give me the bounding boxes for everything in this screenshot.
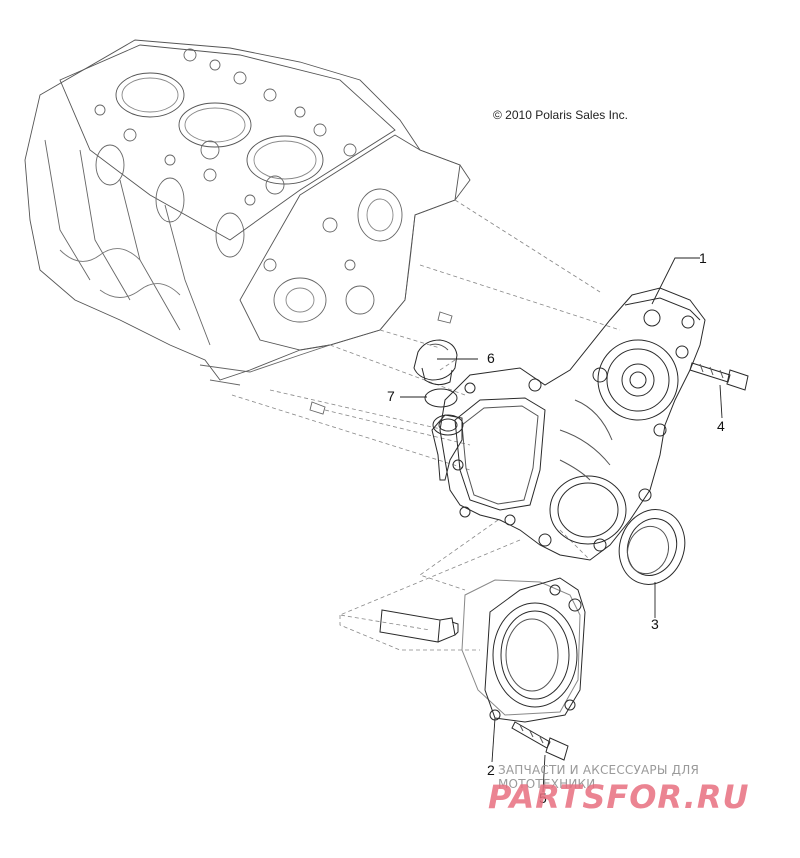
small-cover-part-2 [484, 577, 586, 723]
callout-1: 1 [699, 250, 707, 266]
cover-gasket [461, 579, 581, 716]
bolt-part-5 [511, 721, 569, 761]
bolt-part-4 [689, 362, 749, 391]
copyright-notice: © 2010 Polaris Sales Inc. [493, 108, 628, 122]
watermark-caption: ЗАПЧАСТИ И АКСЕССУАРЫ ДЛЯ МОТОТЕХНИКИ [498, 763, 699, 791]
crank-seal-part-3 [618, 509, 686, 585]
assembly-dashed-lines [231, 199, 621, 651]
front-cover-part-1 [431, 287, 706, 561]
callout-6: 6 [487, 350, 495, 366]
sealant-tube [379, 609, 459, 643]
leader-lines [400, 257, 723, 793]
callout-3: 3 [651, 616, 659, 632]
oil-filler-cap-part-6 [413, 339, 458, 386]
callout-5: 5 [539, 790, 547, 806]
callout-4: 4 [717, 418, 725, 434]
watermark-logo: PARTSFOR.RU [488, 778, 750, 816]
callout-2: 2 [487, 762, 495, 778]
callout-7: 7 [387, 388, 395, 404]
o-ring-part-7 [424, 388, 458, 408]
engine-block [24, 39, 471, 415]
